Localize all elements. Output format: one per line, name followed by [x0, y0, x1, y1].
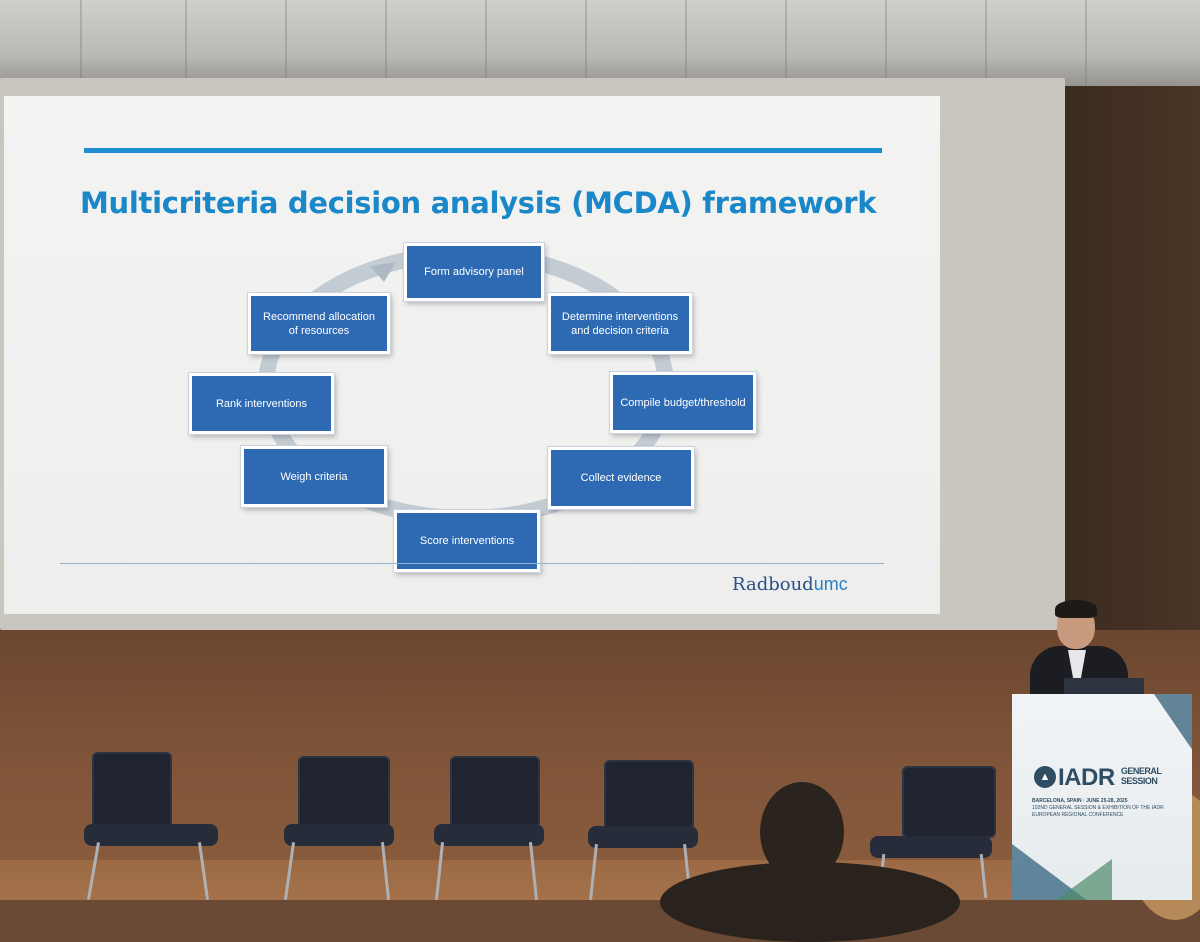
step-label: Form advisory panel — [424, 266, 524, 278]
step-label: Determine interventions and decision cri… — [561, 310, 679, 337]
chair-seat — [434, 824, 544, 846]
presentation-slide: Multicriteria decision analysis (MCDA) f… — [4, 96, 940, 614]
stage-floor — [0, 860, 1200, 900]
step-label: Score interventions — [419, 535, 515, 547]
podium-location: BARCELONA, SPAIN · JUNE 25-28, 2025 — [1032, 798, 1128, 804]
ceiling — [0, 0, 1200, 92]
ceiling-seam — [585, 0, 587, 86]
podium-subtext: BARCELONA, SPAIN · JUNE 25-28, 2025 102N… — [1032, 798, 1187, 819]
step-label: Rank interventions — [215, 397, 308, 410]
ceiling-seam — [985, 0, 987, 86]
ceiling-seam — [885, 0, 887, 86]
ceiling-seam — [385, 0, 387, 86]
podium: ▲ IADR GENERAL SESSION BARCELONA, SPAIN … — [1012, 694, 1192, 900]
slide-bottom-rule — [60, 563, 884, 564]
step-weigh-criteria: Weigh criteria — [241, 446, 387, 507]
podium-decor — [1154, 694, 1192, 764]
podium-tagline-2: SESSION — [1120, 776, 1158, 786]
chair-back — [92, 752, 172, 828]
ceiling-seam — [80, 0, 82, 86]
podium-brand-text: IADR — [1058, 764, 1115, 791]
step-label: Recommend allocation of resources — [263, 310, 375, 337]
audience-member-shoulders — [660, 862, 960, 942]
chair-seat — [84, 824, 218, 846]
slide-top-rule — [84, 148, 882, 153]
step-label: Weigh criteria — [280, 470, 348, 483]
step-form-advisory-panel: Form advisory panel — [404, 243, 544, 301]
ceiling-seam — [785, 0, 787, 86]
step-collect-evidence: Collect evidence — [548, 447, 694, 509]
step-rank-interventions: Rank interventions — [189, 373, 334, 434]
chair-seat — [284, 824, 394, 846]
ceiling-seam — [485, 0, 487, 86]
speaker-hair — [1055, 600, 1097, 618]
step-score-interventions: Score interventions — [394, 510, 540, 572]
chair-back — [298, 756, 390, 828]
laptop — [1064, 678, 1144, 696]
logo-part-umc: umc — [813, 574, 848, 594]
ceiling-seam — [685, 0, 687, 86]
ceiling-seam — [185, 0, 187, 86]
podium-subline-2: EUROPEAN REGIONAL CONFERENCE — [1032, 812, 1124, 818]
step-label: Collect evidence — [580, 472, 662, 484]
step-label: Compile budget/threshold — [620, 396, 746, 409]
ceiling-seam — [285, 0, 287, 86]
podium-tagline-1: GENERAL — [1120, 766, 1162, 776]
slide-title: Multicriteria decision analysis (MCDA) f… — [80, 186, 877, 220]
radboud-logo: Radboudumc — [732, 574, 848, 595]
podium-tagline: GENERAL SESSION — [1121, 766, 1162, 786]
chair-seat — [588, 826, 698, 848]
step-recommend-allocation: Recommend allocation of resources — [248, 293, 390, 354]
ceiling-seam — [1085, 0, 1087, 86]
logo-part-radboud: Radboud — [732, 574, 814, 595]
chair-back — [450, 756, 540, 828]
podium-subline: 102ND GENERAL SESSION & EXHIBITION OF TH… — [1032, 805, 1164, 811]
podium-brand: IADR GENERAL SESSION — [1058, 764, 1162, 792]
chair-back — [604, 760, 694, 830]
cycle-arrowhead — [370, 262, 396, 282]
iadr-logo-icon: ▲ — [1034, 766, 1056, 788]
step-compile-budget: Compile budget/threshold — [610, 372, 756, 433]
step-determine-interventions: Determine interventions and decision cri… — [548, 293, 692, 354]
chair-seat — [870, 836, 992, 858]
chair-back — [902, 766, 996, 838]
